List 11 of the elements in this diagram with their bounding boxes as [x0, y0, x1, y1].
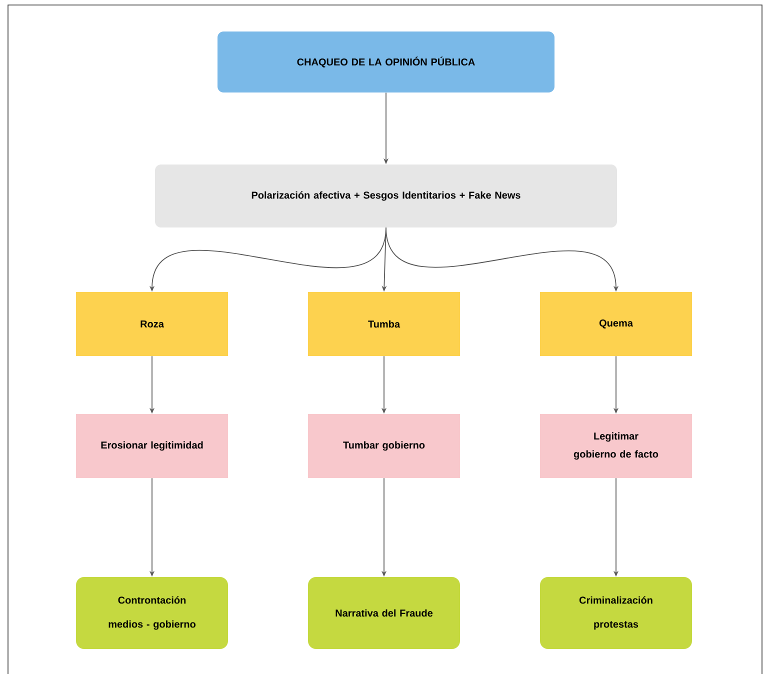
title-box: CHAQUEO DE LA OPINIÓN PÚBLICA: [218, 32, 554, 92]
category-box: Tumba: [308, 292, 460, 356]
goal-box: Erosionar legitimidad: [76, 414, 228, 478]
goal-box: Tumbar gobierno: [308, 414, 460, 478]
outcome-box: Narrativa del Fraude: [308, 576, 460, 649]
category-box: Quema: [540, 292, 692, 356]
outcome-box: Criminalización protestas: [540, 576, 692, 649]
category-box: Roza: [76, 292, 228, 356]
outcome-box: Controntación medios - gobierno: [76, 576, 228, 649]
goal-box: Legitimar gobierno de facto: [540, 414, 692, 478]
process-box: Polarización afectiva + Sesgos Identitarios + Fake News: [155, 164, 617, 228]
